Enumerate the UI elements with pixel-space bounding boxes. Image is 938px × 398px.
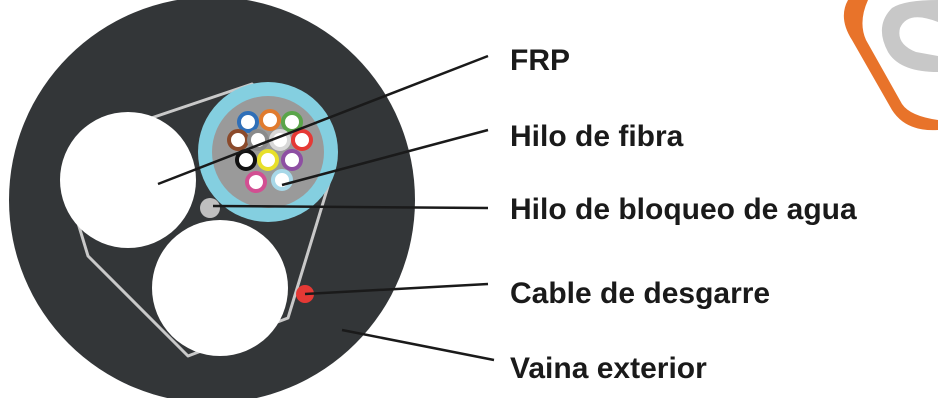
optical-fiber bbox=[257, 149, 279, 171]
logo-grey-letter bbox=[881, 0, 938, 72]
leader-fiber-thread bbox=[281, 128, 489, 187]
water-blocking-yarn bbox=[200, 198, 220, 218]
leader-frp bbox=[157, 54, 489, 186]
optical-fiber bbox=[237, 111, 259, 133]
filler-rod-bottom bbox=[152, 220, 288, 356]
optical-fiber bbox=[227, 129, 249, 151]
label-water-blocking-yarn: Hilo de bloqueo de agua bbox=[510, 193, 857, 226]
leader-ripcord bbox=[304, 282, 489, 296]
optical-fiber bbox=[235, 149, 257, 171]
optical-fiber bbox=[245, 171, 267, 193]
label-frp: FRP bbox=[510, 44, 570, 77]
logo-orange-shape bbox=[843, 0, 938, 131]
leader-lines bbox=[157, 54, 495, 362]
leader-water-blocking-yarn bbox=[212, 204, 489, 210]
label-ripcord: Cable de desgarre bbox=[510, 277, 770, 310]
optical-fiber bbox=[291, 129, 313, 151]
brand-logo bbox=[843, 0, 938, 131]
fiber-bundle bbox=[227, 109, 313, 193]
filler-rod-left bbox=[60, 112, 196, 248]
leader-outer-sheath bbox=[341, 328, 495, 362]
optical-fiber bbox=[271, 169, 293, 191]
optical-fiber bbox=[259, 109, 281, 131]
label-fiber-thread: Hilo de fibra bbox=[510, 120, 684, 153]
label-outer-sheath: Vaina exterior bbox=[510, 352, 707, 385]
optical-fiber bbox=[281, 149, 303, 171]
